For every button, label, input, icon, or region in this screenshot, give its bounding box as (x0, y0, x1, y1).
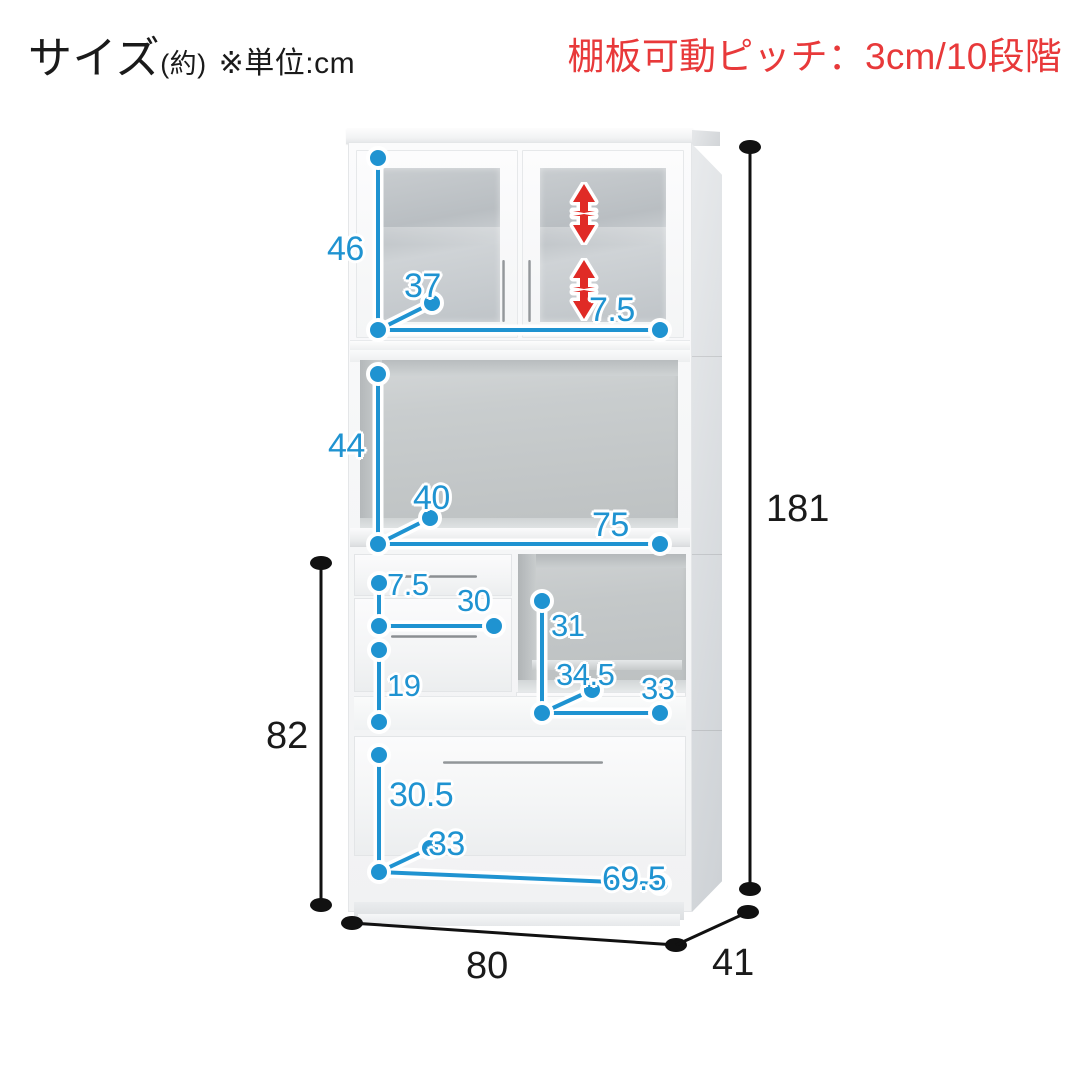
label-overall-width: 80 (466, 945, 509, 987)
middle-open-niche (360, 360, 678, 530)
cabinet-top-cornice (346, 128, 694, 144)
label-bottom-drawer-height: 30.5 (389, 776, 454, 814)
middle-drawer-handle[interactable] (391, 635, 477, 638)
page-title-main: サイズ (28, 34, 161, 83)
label-niche-height: 44 (328, 427, 365, 465)
glass-panel-right (540, 168, 666, 322)
upper-door-right-handle[interactable] (528, 260, 531, 322)
label-upper-inner-height: 46 (327, 230, 364, 268)
label-small-drawer-width: 30 (457, 583, 491, 618)
adjustable-shelf-markers (564, 182, 604, 334)
shelf-pitch-note: 棚板可動ピッチ：3cm/10段階 (567, 36, 1062, 77)
dim-lower-height (310, 556, 332, 912)
label-compartment-height: 31 (551, 608, 585, 643)
compartment-shelf (532, 660, 682, 670)
dim-overall-height (739, 140, 761, 896)
cabinet-top-cornice-side (692, 130, 720, 146)
cabinet-plinth-lower (358, 914, 680, 926)
cabinet-right-side-panel (692, 144, 722, 912)
label-compartment-depth: 34.5 (556, 657, 615, 692)
label-upper-inner-width: 7.5 (589, 291, 635, 329)
page-title-unit-note: ※単位:cm (218, 47, 356, 80)
upper-door-right[interactable] (522, 150, 684, 338)
label-overall-depth: 41 (712, 942, 755, 984)
small-drawer-handle[interactable] (391, 575, 477, 578)
double-arrow-vertical-icon (564, 258, 604, 321)
double-arrow-vertical-icon (564, 182, 604, 245)
upper-glass-cabinet (350, 144, 690, 344)
upper-door-left[interactable] (356, 150, 518, 338)
label-lower-height: 82 (266, 715, 309, 757)
label-bottom-drawer-depth: 33 (428, 825, 465, 863)
upper-door-left-handle[interactable] (502, 260, 505, 322)
page-title-sub: (約) (160, 49, 207, 79)
label-bottom-drawer-width: 69.5 (602, 860, 667, 898)
page-title: サイズ(約) ※単位:cm (28, 22, 355, 86)
label-niche-width: 75 (592, 506, 629, 544)
label-mid-drawer-height: 19 (387, 668, 421, 703)
label-upper-inner-depth: 37 (404, 267, 441, 305)
label-small-drawer-height: 7.5 (387, 567, 429, 602)
label-overall-height: 181 (766, 488, 830, 530)
bottom-drawer-handle[interactable] (443, 761, 603, 764)
bottom-drawer[interactable] (354, 736, 686, 856)
niche-bottom-lip (350, 528, 690, 547)
niche-top-lip (350, 350, 690, 362)
label-niche-depth: 40 (413, 479, 450, 517)
label-compartment-width: 33 (641, 671, 675, 706)
